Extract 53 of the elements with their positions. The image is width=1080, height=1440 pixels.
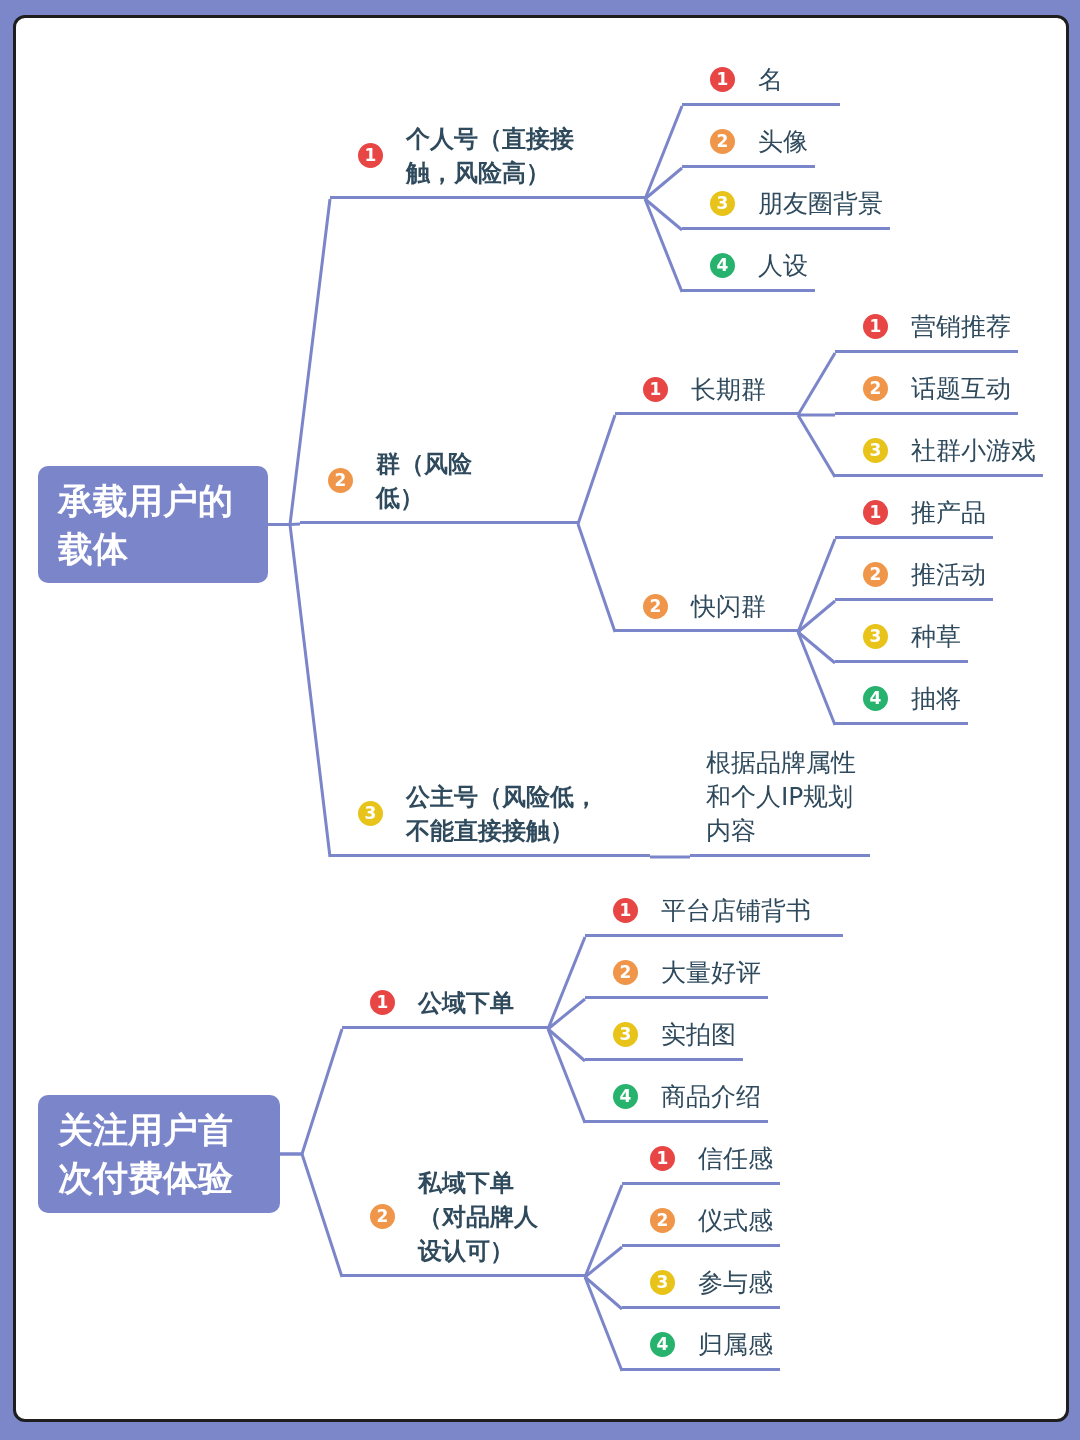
topic-text: 种草 <box>911 620 962 653</box>
root-topic-box: 关注用户首次付费体验 <box>38 1095 280 1213</box>
topic-text: 营销推荐 <box>911 310 1012 343</box>
branch-line <box>796 631 837 726</box>
branch-line <box>797 630 836 665</box>
branch-line <box>280 1152 344 1278</box>
branch-line <box>798 413 835 417</box>
branch-line <box>643 198 684 293</box>
topic-text: 推活动 <box>911 558 987 591</box>
topic-text: 头像 <box>758 125 809 158</box>
branch-line <box>584 1245 623 1279</box>
topic-text: 平台店铺背书 <box>661 894 812 927</box>
topic-text: 仪式感 <box>698 1204 774 1237</box>
branch-line <box>650 855 690 859</box>
branch-line <box>546 936 587 1030</box>
branch-line <box>268 523 332 858</box>
topic-text: 参与感 <box>698 1266 774 1299</box>
branch-line <box>584 1275 623 1311</box>
topic-text: 公域下单 <box>418 987 515 1019</box>
topic-text: 私域下单（对品牌人设认可） <box>418 1167 539 1267</box>
branch-line <box>583 1276 624 1372</box>
branch-line <box>643 105 684 200</box>
branch-line <box>644 166 683 201</box>
topic-text: 商品介绍 <box>661 1080 762 1113</box>
topic-text: 信任感 <box>698 1142 774 1175</box>
branch-line <box>644 197 683 232</box>
topic-text: 名 <box>758 63 784 96</box>
branch-line <box>796 414 837 478</box>
topic-text: 推产品 <box>911 496 987 529</box>
branch-line <box>576 523 617 633</box>
branch-line <box>547 1027 586 1063</box>
branch-line <box>796 538 837 633</box>
topic-text: 归属感 <box>698 1328 774 1361</box>
topic-text: 个人号（直接接触，风险高） <box>406 123 575 189</box>
branch-line <box>797 599 836 634</box>
topic-text: 人设 <box>758 249 809 282</box>
branch-line <box>547 997 586 1031</box>
topic-text: 快闪群 <box>691 590 767 623</box>
topic-text: 话题互动 <box>911 372 1012 405</box>
topic-text: 社群小游戏 <box>911 434 1037 467</box>
branch-line <box>576 414 617 525</box>
branch-line <box>583 1184 624 1278</box>
topic-text: 长期群 <box>691 373 767 406</box>
branch-line <box>796 352 837 416</box>
topic-text: 大量好评 <box>661 956 762 989</box>
topic-text: 实拍图 <box>661 1018 737 1051</box>
root-topic-box: 承载用户的载体 <box>38 466 268 583</box>
branch-line <box>546 1028 587 1124</box>
topic-text: 朋友圈背景 <box>758 187 884 220</box>
topic-text: 公主号（风险低，不能直接接触） <box>406 781 599 847</box>
topic-text: 抽将 <box>911 682 962 715</box>
topic-text: 根据品牌属性和个人IP规划内容 <box>706 746 857 847</box>
topic-text: 群（风险低） <box>376 448 473 514</box>
